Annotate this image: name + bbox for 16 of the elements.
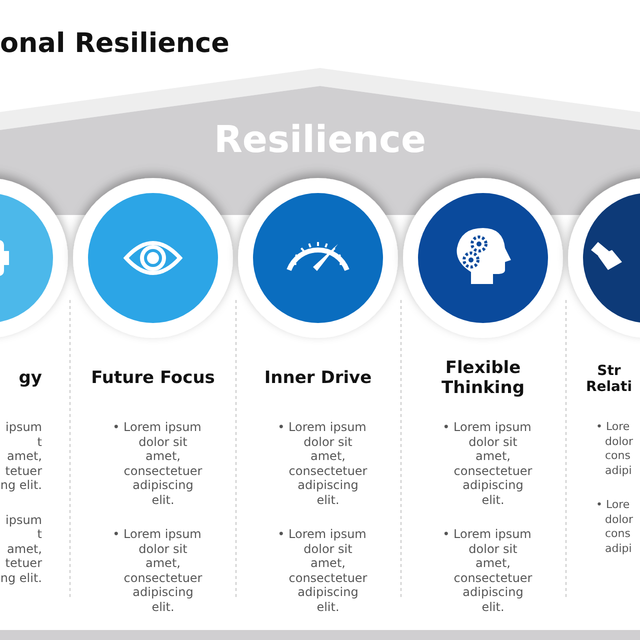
column-heading: gy [18, 367, 42, 390]
bullet-text: • Lorem ipsum dolor sit amet, consectetuer adipiscing elit. [442, 527, 534, 614]
bullet-text: • Lore dolor cons adipi [596, 420, 634, 478]
bullet-text: • Lore dolor cons adipi [596, 498, 634, 556]
bullet-text: • Lorem ipsum dolor sit amet, consectetuer adipiscing elit. [276, 420, 368, 507]
bullet-text: • Lorem ipsum dolor sit amet, consectetuer adipiscing elit. [276, 527, 368, 614]
bullet-text: • Lorem ipsum dolor sit amet, consectetuer adipiscing elit. [112, 420, 204, 507]
column-heading: Flexible Thinking [440, 358, 526, 400]
column-heading: Str Relati [584, 362, 633, 397]
bullet-text: • Lorem ipsum dolor sit amet, consectetuer adipiscing elit. [112, 527, 204, 614]
bullet-text: • Lorem ipsum dolor sit amet, consectetuer adipiscing elit. [442, 420, 534, 507]
column-heading: Future Focus [90, 367, 216, 390]
bullet-text: ipsum t amet, tetuer ng elit. [0, 420, 42, 492]
title: onal Resilience [0, 28, 230, 59]
bullet-text: ipsum t amet, tetuer ng elit. [0, 512, 42, 585]
column-heading: Inner Drive [263, 367, 373, 390]
